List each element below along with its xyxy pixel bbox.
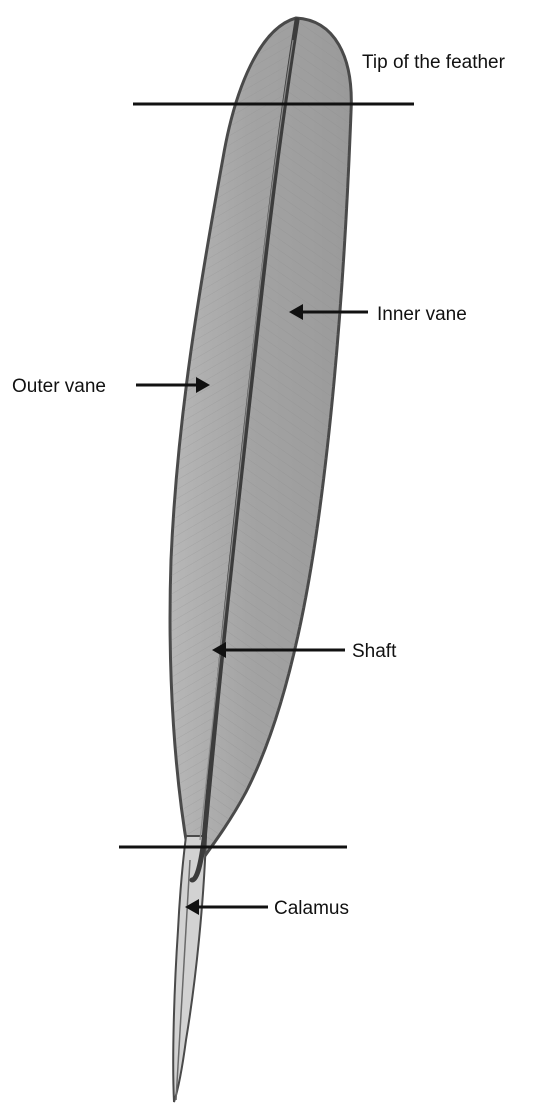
calamus-label: Calamus bbox=[274, 898, 349, 919]
outer-vane-arrow bbox=[136, 377, 210, 393]
shaft-label: Shaft bbox=[352, 641, 397, 662]
inner-vane-label: Inner vane bbox=[377, 304, 467, 325]
tip-label: Tip of the feather bbox=[362, 52, 506, 73]
outer-vane-label: Outer vane bbox=[12, 376, 106, 397]
calamus-arrow bbox=[185, 899, 268, 915]
